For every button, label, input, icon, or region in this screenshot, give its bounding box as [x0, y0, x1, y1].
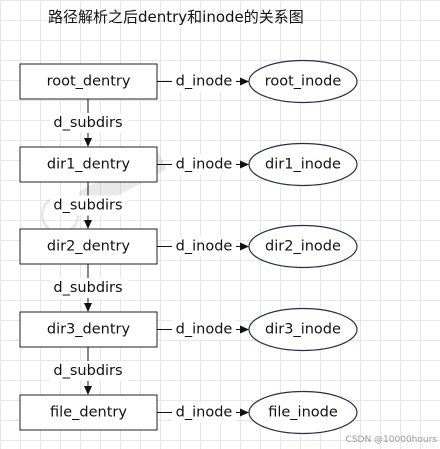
dentry-box [19, 63, 158, 100]
edge-label-bg [50, 278, 128, 298]
d-inode-label: d_inode [176, 74, 233, 90]
edge-label-bg [50, 113, 128, 133]
inode-label: dir3_inode [265, 322, 341, 338]
d-subdirs-label: d_subdirs [53, 115, 122, 131]
dentry-label: root_dentry [47, 74, 131, 90]
inode-label: dir2_inode [265, 239, 341, 255]
d-inode-label: d_inode [176, 322, 233, 338]
d-inode-arrowhead [240, 325, 249, 334]
diagram-title: 路径解析之后dentry和inode的关系图 [48, 8, 304, 26]
d-subdirs-label: d_subdirs [53, 363, 122, 379]
edge-label-bg [172, 319, 236, 340]
dentry-box [19, 394, 158, 431]
d-subdirs-arrowhead [84, 303, 92, 312]
d-subdirs-arrowhead [84, 386, 92, 395]
edge-label-bg [172, 236, 236, 257]
watermark-text: CSDN @10000hours [345, 435, 437, 445]
d-inode-arrowhead [240, 408, 249, 417]
d-inode-label: d_inode [176, 239, 233, 255]
d-subdirs-arrowhead [84, 138, 92, 147]
edge-label-bg [50, 361, 128, 381]
d-inode-arrowhead [240, 77, 249, 86]
d-inode-label: d_inode [176, 405, 233, 421]
dentry-label: dir1_dentry [47, 157, 131, 173]
edge-label-bg [50, 195, 128, 216]
d-subdirs-arrowhead [84, 220, 92, 229]
inode-label: file_inode [268, 405, 338, 421]
d-inode-arrowhead [240, 242, 249, 251]
dentry-label: dir3_dentry [47, 322, 131, 338]
edge-label-bg [172, 154, 236, 175]
d-subdirs-label: d_subdirs [53, 198, 122, 214]
dentry-label: dir2_dentry [47, 239, 131, 255]
d-inode-arrowhead [240, 160, 249, 169]
inode-label: root_inode [265, 74, 342, 90]
inode-label: dir1_inode [265, 157, 341, 173]
edge-label-bg [172, 402, 236, 423]
edge-label-bg [172, 71, 236, 92]
d-subdirs-label: d_subdirs [53, 280, 122, 296]
d-inode-label: d_inode [176, 157, 233, 173]
dentry-box [19, 311, 158, 348]
dentry-label: file_dentry [50, 405, 127, 421]
